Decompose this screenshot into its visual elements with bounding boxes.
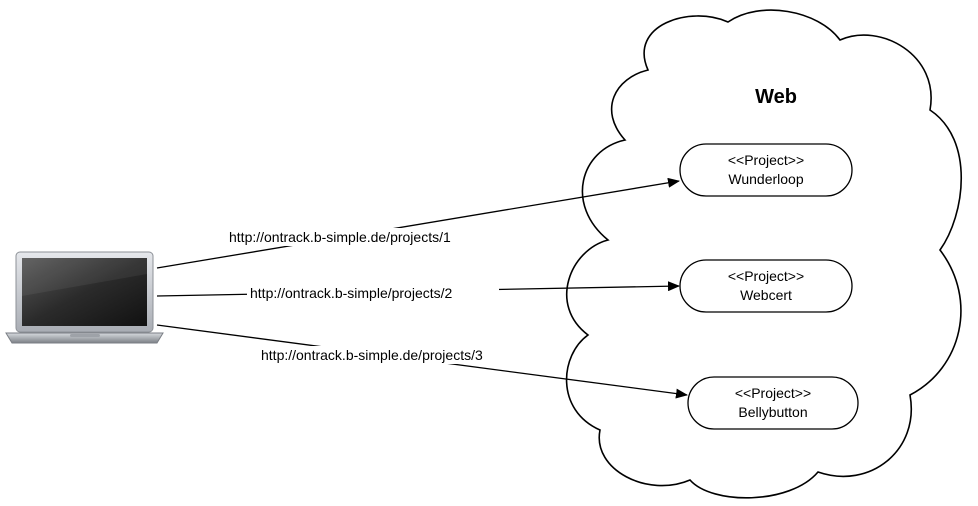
project-box [679,143,853,197]
cloud-title: Web [755,86,797,108]
project-stereotype: <<Project>> [728,268,804,284]
project-stereotype: <<Project>> [735,385,811,401]
project-box [679,259,853,313]
project-node-wunderloop[interactable]: <<Project>> Wunderloop [679,143,853,197]
project-node-bellybutton[interactable]: <<Project>> Bellybutton [687,376,859,430]
laptop-icon [5,251,164,344]
web-cloud [565,9,963,499]
project-node-webcert[interactable]: <<Project>> Webcert [679,259,853,313]
url-label-2: http://ontrack.b-simple/projects/2 [250,285,453,301]
project-name: Webcert [740,287,792,303]
project-stereotype: <<Project>> [728,152,804,168]
project-name: Wunderloop [728,171,803,187]
project-name: Bellybutton [738,404,807,420]
url-label-3: http://ontrack.b-simple.de/projects/3 [261,347,483,363]
project-box [687,376,859,430]
url-label-1: http://ontrack.b-simple.de/projects/1 [229,229,451,245]
edge-project-1 [156,177,680,269]
